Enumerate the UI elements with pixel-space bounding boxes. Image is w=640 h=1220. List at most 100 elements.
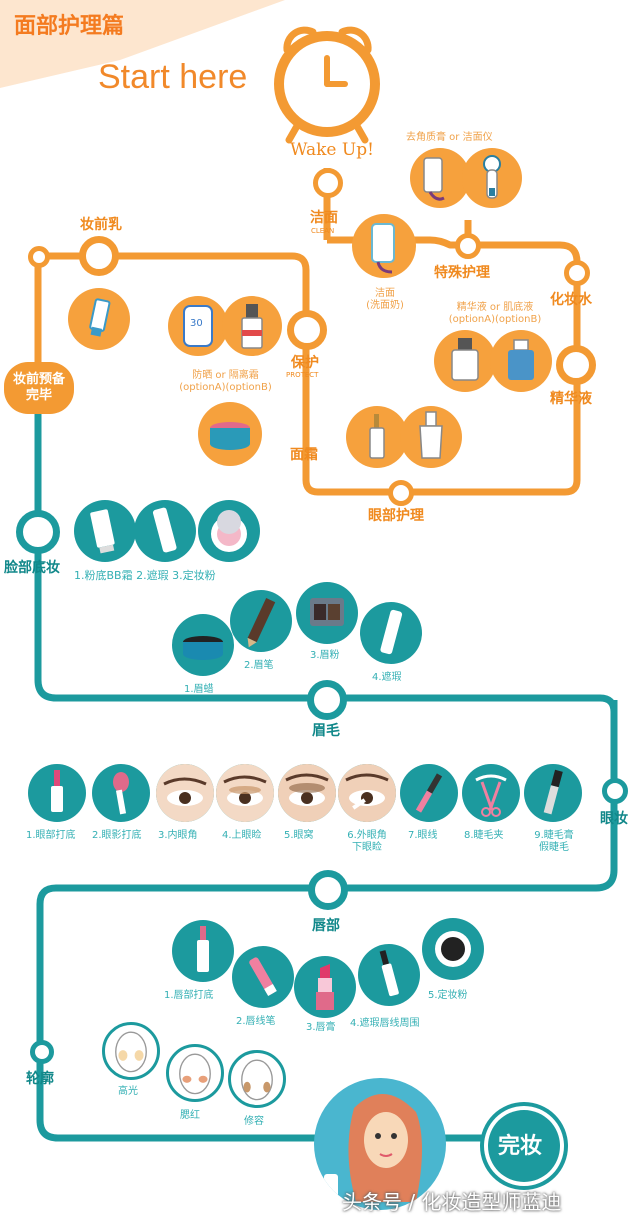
brow-powder-circle[interactable] (296, 582, 358, 644)
eyeliner-circle[interactable] (400, 764, 458, 822)
base-items-caption: 1.粉底BB霜 2.遮瑕 3.定妆粉 (74, 569, 216, 582)
step-primer-label: 妆前乳 (80, 217, 122, 233)
eye-caption-2: 2.眼影打底 (92, 830, 142, 841)
step-eye-care-label: 眼部护理 (368, 508, 424, 524)
eye-caption-1: 1.眼部打底 (26, 830, 76, 841)
lip-caption-3: 3.唇膏 (306, 1022, 336, 1033)
sunscreen-options-caption: 防晒 or 隔离霜(optionA)(optionB) (168, 370, 283, 394)
step-prep-done-label: 妆前预备完毕 (12, 372, 65, 403)
lip-concealer-circle[interactable] (358, 944, 420, 1006)
node-brow[interactable] (307, 680, 347, 720)
highlight-face-circle[interactable] (102, 1022, 160, 1080)
mascara-circle[interactable] (524, 764, 582, 822)
eyeshadow-base-circle[interactable] (92, 764, 150, 822)
step-base-label: 脸部底妆 (4, 560, 60, 576)
brow-pencil-circle[interactable] (230, 590, 292, 652)
foundation-circle[interactable] (74, 500, 136, 562)
node-clean[interactable] (313, 168, 343, 198)
node-primer[interactable] (79, 236, 119, 276)
essence-options-line2: (optionA)(optionB) (448, 314, 542, 325)
outer-eye-circle[interactable] (338, 764, 396, 822)
primer-bottle-circle[interactable] (222, 296, 282, 356)
sunscreen-options-line2: (optionA)(optionB) (179, 382, 272, 393)
brow-caption-3: 3.眉粉 (310, 650, 340, 661)
lip-caption-1: 1.唇部打底 (164, 990, 214, 1001)
step-brow-label: 眉毛 (312, 723, 340, 739)
cleanser-circle[interactable] (352, 214, 416, 278)
lip-caption-5: 5.定妆粉 (428, 990, 468, 1001)
eye-primer-circle[interactable] (28, 764, 86, 822)
sunscreen-options-line1: 防晒 or 隔离霜 (192, 370, 259, 381)
step-protect-label: 保护 (291, 355, 319, 371)
exfoliate-product-circle[interactable] (410, 148, 470, 208)
lip-liner-circle[interactable] (232, 946, 294, 1008)
brow-caption-4: 4.遮瑕 (372, 672, 402, 683)
step-contour-label: 轮廓 (26, 1071, 54, 1087)
step-clean-label: 洁面 (310, 210, 338, 226)
serum-bottle-circle[interactable] (490, 330, 552, 392)
start-here-text: Start here (98, 58, 248, 96)
alarm-clock-icon (274, 26, 380, 144)
done-badge (488, 1110, 560, 1182)
node-protect[interactable] (287, 310, 327, 350)
setting-powder-circle[interactable] (198, 500, 260, 562)
svg-text:30: 30 (190, 318, 203, 329)
step-special-label: 特殊护理 (434, 265, 490, 281)
brow-concealer-circle[interactable] (360, 602, 422, 664)
eye-cream-circle[interactable] (400, 406, 462, 468)
contour-face-circle[interactable] (228, 1050, 286, 1108)
node-contour[interactable] (30, 1040, 54, 1064)
cream-jar-circle[interactable] (198, 402, 262, 466)
node-eye[interactable] (602, 778, 628, 804)
eye-caption-6: 6.外眼角 下眼睑 (347, 830, 387, 853)
lip-powder-circle[interactable] (422, 918, 484, 980)
cleanser-caption: 洁面(洗面奶) (360, 288, 410, 312)
brow-wax-circle[interactable] (172, 614, 234, 676)
finished-look-circle (314, 1078, 446, 1210)
node-special[interactable] (455, 233, 481, 259)
node-essence[interactable] (556, 345, 596, 385)
eye-socket-circle[interactable] (278, 764, 336, 822)
wake-up-text: Wake Up! (290, 140, 374, 160)
essence-bottle-circle[interactable] (434, 330, 496, 392)
header-banner (0, 0, 285, 88)
step-done-label: 完妆 (498, 1134, 543, 1159)
step-clean-en: CLEAN (311, 227, 335, 235)
node-base[interactable] (16, 510, 60, 554)
step-protect-en: PROTECT (286, 371, 319, 379)
brow-caption-1: 1.眉蜡 (184, 684, 214, 695)
step-eye-label: 眼妆 (600, 811, 628, 827)
upper-lid-circle[interactable] (216, 764, 274, 822)
lipstick-circle[interactable] (294, 956, 356, 1018)
eye-serum-circle[interactable] (346, 406, 408, 468)
eye-caption-4: 4.上眼睑 (222, 830, 262, 841)
node-primer-corner (28, 246, 50, 268)
cleansing-device-circle[interactable] (462, 148, 522, 208)
blush-face-circle[interactable] (166, 1044, 224, 1102)
essence-options-caption: 精华液 or 肌底液(optionA)(optionB) (440, 302, 550, 326)
contour-caption-highlight: 高光 (118, 1086, 138, 1097)
step-essence-label: 精华液 (550, 391, 592, 407)
node-eye-care[interactable] (388, 480, 414, 506)
eye-caption-5: 5.眼窝 (284, 830, 314, 841)
lip-primer-circle[interactable] (172, 920, 234, 982)
eye-caption-3: 3.内眼角 (158, 830, 198, 841)
lash-curler-circle[interactable] (462, 764, 520, 822)
node-toner[interactable] (564, 260, 590, 286)
lip-caption-2: 2.唇线笔 (236, 1016, 276, 1027)
eye-caption-9: 9.睫毛膏 假睫毛 (534, 830, 574, 853)
prep-done-badge (4, 362, 74, 414)
node-lip[interactable] (308, 870, 348, 910)
lip-caption-4: 4.遮瑕唇线周围 (350, 1018, 420, 1029)
eye-caption-8: 8.睫毛夹 (464, 830, 504, 841)
makeup-path (36, 700, 618, 1142)
essence-options-line1: 精华液 or 肌底液 (456, 302, 534, 313)
step-cream-label: 面霜 (290, 447, 318, 463)
inner-eye-circle[interactable] (156, 764, 214, 822)
sunscreen-circle[interactable]: 30 (168, 296, 228, 356)
eye-caption-7: 7.眼线 (408, 830, 438, 841)
step-toner-label: 化妆水 (550, 292, 592, 308)
concealer-circle[interactable] (134, 500, 196, 562)
primer-tube-circle[interactable] (68, 288, 130, 350)
cleanser-caption-line2: (洗面奶) (366, 300, 404, 311)
